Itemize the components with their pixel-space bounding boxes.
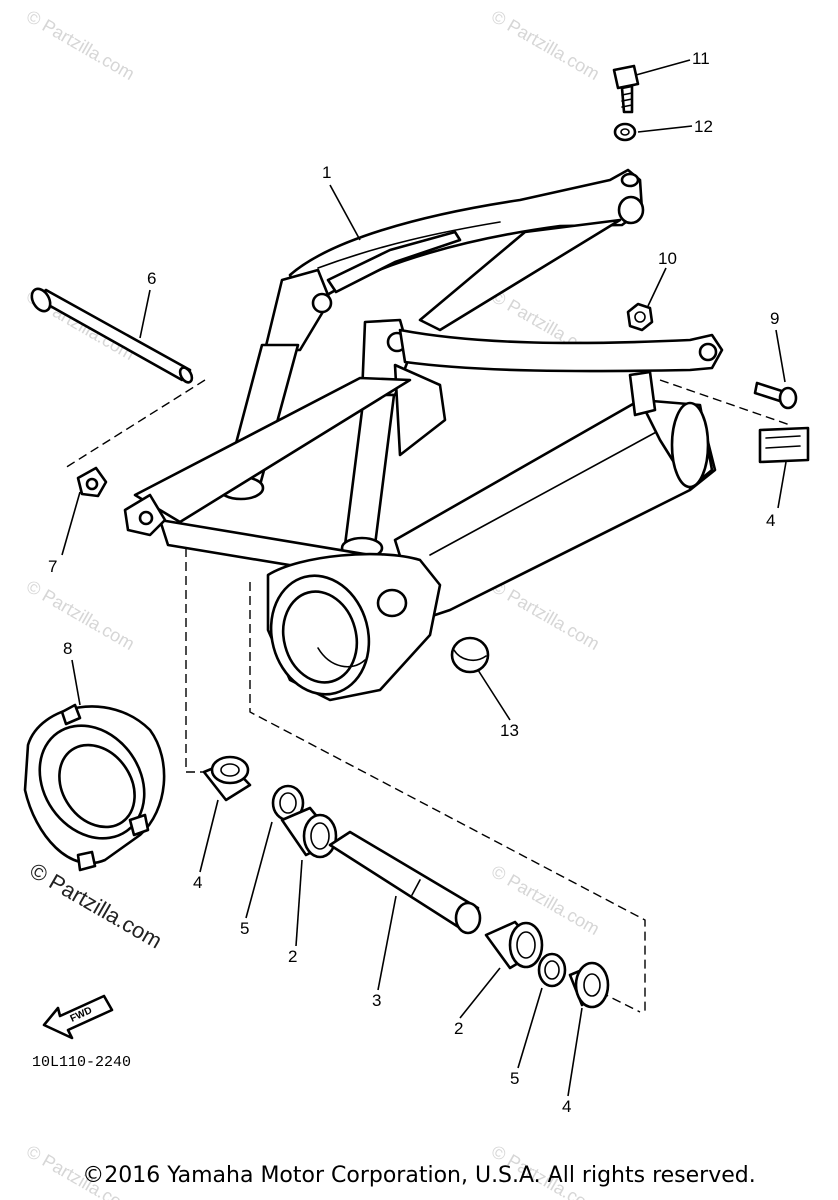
- leader-lines: [61, 59, 787, 1097]
- watermark-main: © Partzilla.com: [26, 858, 167, 954]
- callout-1: 1: [322, 163, 331, 182]
- forward-arrow: FWD: [42, 994, 114, 1040]
- callout-11: 11: [692, 49, 710, 68]
- copyright-notice: ©2016 Yamaha Motor Corporation, U.S.A. A…: [82, 1163, 756, 1188]
- bolt-plate-assembly: [753, 381, 810, 464]
- callout-13: 13: [500, 721, 519, 740]
- pivot-shaft: [30, 287, 194, 384]
- lock-washer: [76, 466, 108, 498]
- callout-7: 7: [48, 557, 57, 576]
- callout-5: 5: [240, 919, 249, 938]
- diagram-code: 10L110-2240: [32, 1054, 131, 1071]
- callout-4: 4: [193, 873, 202, 892]
- watermark: © Partzilla.com: [488, 6, 603, 84]
- watermark: © Partzilla.com: [23, 576, 138, 654]
- callout-labels: 1 2 2 3 4 4 4 5 5 6 7 8 9 10 11 12 13: [48, 49, 779, 1116]
- nut: [626, 302, 654, 332]
- callout-9: 9: [770, 309, 779, 328]
- callout-4: 4: [766, 511, 775, 530]
- callout-4: 4: [562, 1097, 571, 1116]
- callout-6: 6: [147, 269, 156, 288]
- callout-10: 10: [658, 249, 677, 268]
- cap: [450, 636, 490, 674]
- callout-5: 5: [510, 1069, 519, 1088]
- watermark: © Partzilla.com: [488, 576, 603, 654]
- callout-2: 2: [288, 947, 297, 966]
- callout-8: 8: [63, 639, 72, 658]
- swingarm-cover: [23, 703, 166, 872]
- callout-12: 12: [694, 117, 713, 136]
- top-bolt: [612, 64, 640, 114]
- callout-3: 3: [372, 991, 381, 1010]
- swingarm-frame: [123, 168, 724, 702]
- top-washer: [613, 122, 637, 142]
- callout-2: 2: [454, 1019, 463, 1038]
- watermark: © Partzilla.com: [23, 6, 138, 84]
- bearing-stack: [202, 755, 610, 1009]
